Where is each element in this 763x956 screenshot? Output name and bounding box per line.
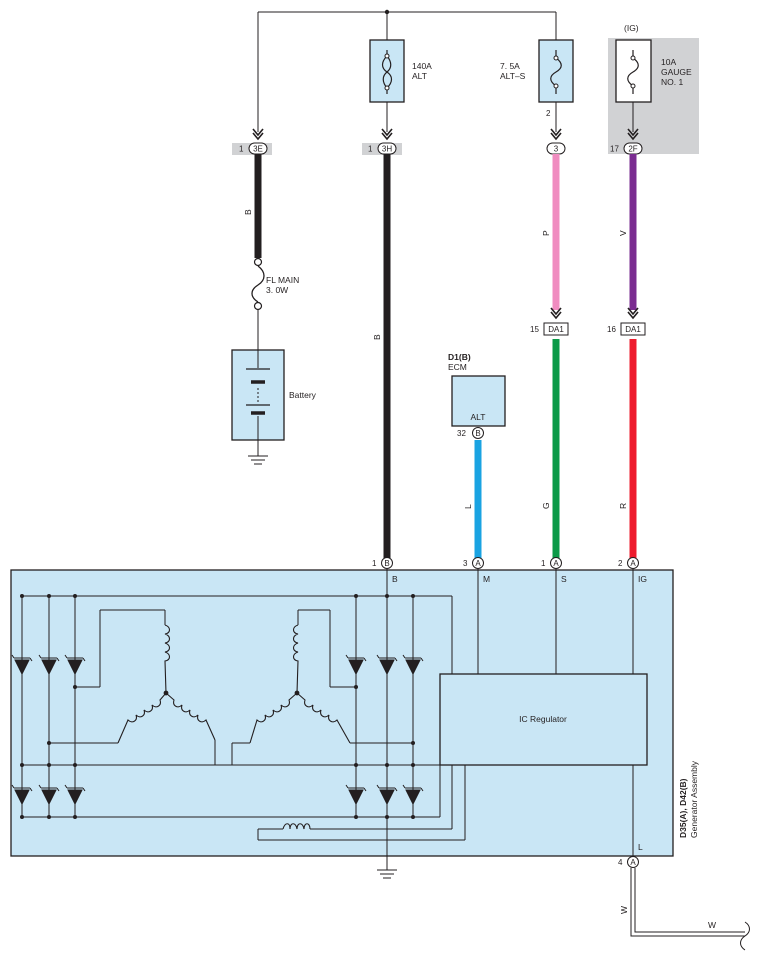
generator-name: Generator Assembly — [689, 760, 699, 838]
battery-ground-icon — [248, 455, 268, 465]
fuse-alt-name: ALT — [412, 71, 427, 81]
connector-ecm-b-id: B — [475, 429, 480, 438]
fusible-link-fl-main — [251, 257, 265, 311]
wire-label-r: R — [618, 503, 628, 509]
fuse-alt-s-name: ALT–S — [500, 71, 526, 81]
connector-3e-id: 3E — [253, 145, 263, 154]
ig-label: (IG) — [624, 23, 639, 33]
ecm-code: D1(B) — [448, 352, 471, 362]
gen-b-pin: 1 — [372, 559, 377, 568]
connector-da1-s-id: DA1 — [548, 325, 564, 334]
fuse-gauge-name: GAUGE — [661, 67, 692, 77]
fl-main-rating: 3. 0W — [266, 285, 288, 295]
connector-da1-s — [543, 322, 569, 336]
generator-ground-icon — [377, 856, 397, 879]
generator-connectors — [381, 557, 639, 868]
connector-ecm-b — [472, 427, 484, 439]
terminal-l: L — [638, 842, 643, 852]
connector-2f-pin: 17 — [610, 145, 619, 154]
terminal-m: M — [483, 574, 490, 584]
wire-label-b1: B — [243, 209, 253, 215]
connector-2f-id: 2F — [628, 145, 637, 154]
ecm-terminal-alt: ALT — [471, 412, 486, 422]
gen-s-id: A — [553, 559, 559, 568]
fl-main-name: FL MAIN — [266, 275, 299, 285]
gen-b-id: B — [384, 559, 389, 568]
connector-3h-id: 3H — [382, 145, 392, 154]
connector-3-id: 3 — [554, 145, 559, 154]
fuse-gauge-rating: 10A — [661, 57, 676, 67]
connector-da1-ig-id: DA1 — [625, 325, 641, 334]
connector-da1-ig — [620, 322, 646, 336]
battery-symbol-icon — [246, 350, 270, 440]
connector-3e-pin: 1 — [239, 145, 244, 154]
terminal-s: S — [561, 574, 567, 584]
connector-chevrons-da1 — [550, 307, 639, 320]
ecm-name: ECM — [448, 362, 467, 372]
wire-label-b2: B — [372, 334, 382, 340]
connector-da1-ig-pin: 16 — [607, 325, 616, 334]
fuse-10a-gauge — [615, 39, 652, 103]
connector-ecm-b-pin: 32 — [457, 429, 466, 438]
wire-white — [630, 868, 750, 951]
gen-ig-id: A — [630, 559, 636, 568]
gen-l-pin: 4 — [618, 858, 623, 867]
ic-regulator-label: IC Regulator — [519, 714, 567, 724]
wire-label-w1: W — [619, 906, 629, 914]
fuse-alt-s-rating: 7. 5A — [500, 61, 520, 71]
connector-chevrons-top — [252, 128, 639, 141]
wire-label-v: V — [618, 230, 628, 236]
wire-label-l: L — [463, 504, 473, 509]
wire-label-g: G — [541, 502, 551, 509]
generator-code: D35(A), D42(B) — [678, 778, 688, 838]
connector-da1-s-pin: 15 — [530, 325, 539, 334]
terminal-ig: IG — [638, 574, 647, 584]
ic-regulator-box — [439, 673, 648, 766]
rotor-coil-icon — [282, 823, 311, 830]
connector-3h-pin: 1 — [368, 145, 373, 154]
terminal-b: B — [392, 574, 398, 584]
stator-coil-right-icon — [249, 624, 351, 744]
wire-label-p: P — [541, 230, 551, 236]
stator-coil-left-icon — [117, 624, 216, 744]
gen-l-id: A — [630, 858, 636, 867]
gen-s-pin: 1 — [541, 559, 546, 568]
fuse-140a-alt — [369, 39, 405, 103]
fuse-gauge-number: NO. 1 — [661, 77, 683, 87]
wire-label-w2: W — [708, 920, 716, 930]
battery-label: Battery — [289, 390, 317, 400]
rectifier-diodes — [11, 654, 424, 806]
generator-internal-wiring — [21, 569, 634, 856]
fuse-7-5a-alt-s — [538, 39, 574, 103]
fuse-alt-rating: 140A — [412, 61, 432, 71]
fuse-alt-s-pin: 2 — [546, 109, 551, 118]
gen-m-id: A — [475, 559, 481, 568]
gen-m-pin: 3 — [463, 559, 468, 568]
ecm-box — [451, 375, 506, 427]
gen-ig-pin: 2 — [618, 559, 623, 568]
